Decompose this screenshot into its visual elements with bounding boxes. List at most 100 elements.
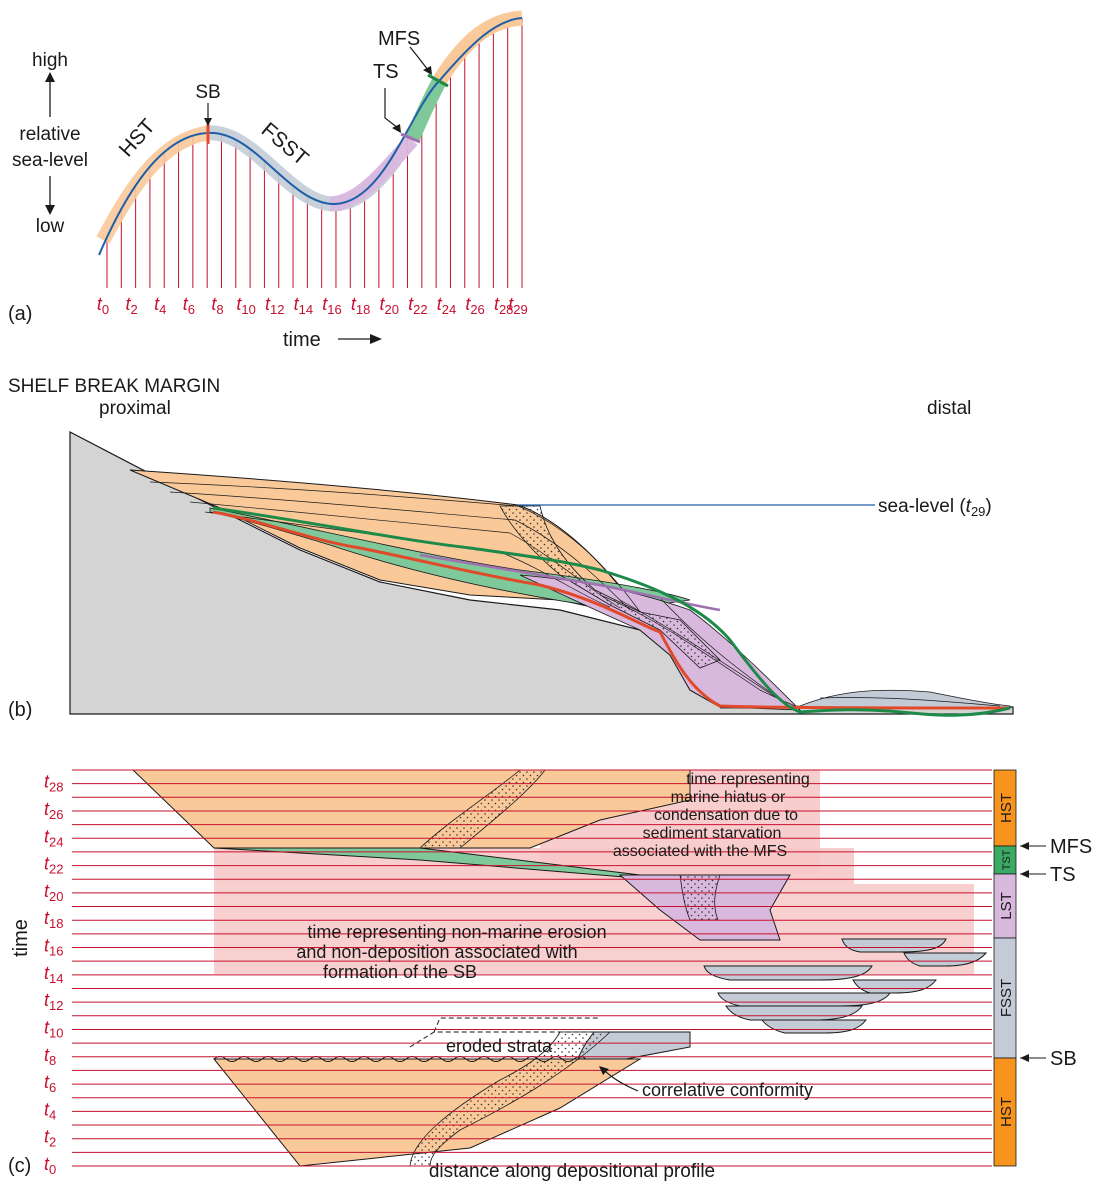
time-tick-label: t16	[322, 294, 341, 317]
y-label-relative: relative	[19, 124, 80, 145]
ts-arrowhead	[392, 124, 401, 133]
time-tick-labels-c: t28 t26 t24 t22 t20 t18 t16 t14 t12 t10 t8 t6 t4 t2 t0	[44, 772, 63, 1177]
time-tick-label: t20	[379, 294, 398, 317]
distance-label-c: distance along depositional profile	[429, 1161, 715, 1182]
hst-band-late	[433, 10, 523, 84]
note-sb-hiatus: time representing non-marine erosion and…	[296, 922, 606, 982]
time-tick-label: t12	[44, 990, 63, 1013]
distal-label: distal	[927, 398, 971, 419]
panel-a-label: (a)	[8, 303, 32, 325]
svg-text:LST: LST	[998, 892, 1015, 920]
systems-tract-bar: HST TST LST FSST HST	[993, 769, 1017, 1167]
time-tick-label: t2	[125, 294, 137, 317]
time-tick-label: t4	[44, 1099, 56, 1122]
sb-arrowhead	[204, 118, 212, 126]
svg-text:FSST: FSST	[998, 979, 1015, 1017]
side-boundary-labels: MFS TS SB	[1020, 836, 1092, 1070]
sea-level-label-b: sea-level (t29)	[878, 496, 992, 519]
y-arrowhead-down	[45, 205, 55, 215]
time-tick-label: t28	[494, 294, 513, 317]
time-tick-label: t0	[97, 294, 109, 317]
eroded-strata-label: eroded strata	[446, 1036, 553, 1056]
correlative-arrowhead	[599, 1066, 609, 1075]
eroded-strata-outline	[409, 1017, 600, 1048]
time-tick-label: t6	[44, 1072, 56, 1095]
time-arrowhead	[370, 334, 382, 344]
fsst-wedge-b	[719, 689, 1011, 709]
time-tick-label: t12	[265, 294, 284, 317]
mfs-arrow	[409, 46, 429, 71]
time-tick-label: t6	[183, 294, 195, 317]
ts-arrow	[384, 88, 399, 129]
svg-text:TS: TS	[1050, 864, 1076, 886]
correlative-arrow	[603, 1069, 639, 1092]
svg-text:and non-deposition associated: and non-deposition associated with	[296, 942, 577, 962]
ts-label: TS	[373, 61, 399, 83]
y-label-sea-level: sea-level	[12, 150, 88, 171]
x-label-time: time	[283, 329, 321, 351]
ts-mark	[400, 132, 421, 144]
panel-c-label: (c)	[8, 1155, 31, 1177]
svg-text:associated with the MFS: associated with the MFS	[613, 843, 787, 860]
time-tick-label: t24	[437, 294, 456, 317]
y-low-label: low	[36, 216, 65, 237]
time-tick-label: t0	[44, 1154, 56, 1177]
time-tick-label: t18	[351, 294, 370, 317]
time-lines-c	[72, 769, 992, 1167]
time-tick-label: t18	[44, 908, 63, 931]
svg-text:SB: SB	[1050, 1048, 1077, 1070]
time-tick-label: t10	[44, 1017, 63, 1040]
time-tick-label: t14	[44, 963, 63, 986]
sand-belt-upper-c	[418, 769, 546, 849]
proximal-label: proximal	[99, 398, 171, 419]
time-axis-label-c: time	[10, 919, 32, 957]
sb-erosion-line-c	[213, 1056, 587, 1062]
fsst-lenses-c	[577, 938, 988, 1060]
time-tick-label: t26	[465, 294, 484, 317]
time-tick-label: t4	[154, 294, 166, 317]
time-tick-label: t22	[44, 854, 63, 877]
panel-c: t28 t26 t24 t22 t20 t18 t16 t14 t12 t10 t8 t6 t4 t2 t0…	[8, 769, 1092, 1182]
panel-a: high relative sea-level low HST SB FSST …	[8, 10, 528, 351]
sea-level-curve	[98, 17, 523, 256]
svg-text:formation of the SB: formation of the SB	[323, 962, 477, 982]
mfs-label: MFS	[378, 28, 420, 50]
svg-text:condensation due to: condensation due to	[654, 807, 798, 824]
time-tick-label: t14	[294, 294, 313, 317]
time-tick-label: t10	[236, 294, 255, 317]
svg-text:TST: TST	[1001, 849, 1013, 870]
panel-b-label: (b)	[8, 699, 32, 721]
svg-text:MFS: MFS	[1050, 836, 1092, 858]
svg-text:marine hiatus or: marine hiatus or	[671, 789, 786, 806]
sb-label: SB	[195, 82, 220, 103]
time-tick-label: t2	[44, 1127, 56, 1150]
svg-text:HST: HST	[998, 1097, 1015, 1127]
time-tick-label: t20	[44, 881, 63, 904]
time-tick-label: t26	[44, 799, 63, 822]
tst-band	[405, 76, 447, 143]
y-high-label: high	[32, 50, 68, 71]
svg-text:HST: HST	[998, 793, 1015, 823]
panel-b: SHELF BREAK MARGIN proximal distal	[8, 376, 1014, 721]
y-arrowhead-up	[45, 72, 55, 82]
mfs-line-b	[212, 506, 1011, 717]
svg-text:sediment starvation: sediment starvation	[643, 825, 782, 842]
hiatus-sb-2	[214, 884, 974, 974]
time-tick-label: t8	[44, 1045, 56, 1068]
mfs-arrowhead	[423, 66, 432, 75]
panel-b-title: SHELF BREAK MARGIN	[8, 376, 220, 397]
svg-text:time representing: time representing	[686, 771, 810, 788]
note-mfs-hiatus: time representing marine hiatus or conde…	[613, 771, 810, 860]
svg-text:time representing non-marine e: time representing non-marine erosion	[307, 922, 606, 942]
time-tick-label: t16	[44, 936, 63, 959]
time-tick-label: t24	[44, 826, 63, 849]
time-tick-label: t28	[44, 772, 63, 795]
time-gridlines	[106, 18, 523, 288]
mfs-mark	[427, 73, 449, 88]
sand-belt-b	[499, 505, 721, 669]
time-tick-label: t29	[508, 294, 527, 317]
correlative-conformity-label: correlative conformity	[642, 1080, 813, 1100]
time-tick-label: t22	[408, 294, 427, 317]
